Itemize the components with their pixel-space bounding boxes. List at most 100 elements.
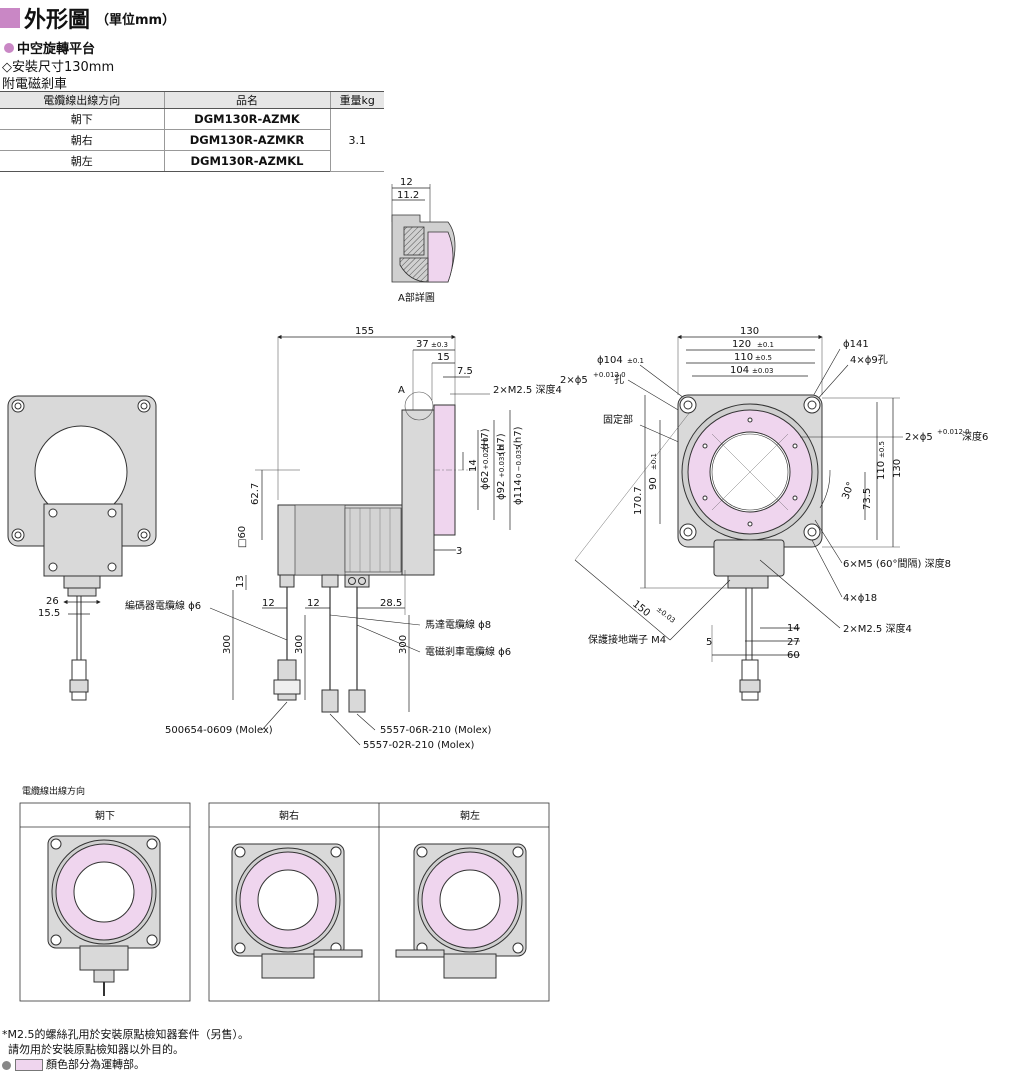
detail-a-dim-12: 12: [400, 177, 413, 188]
front-phi18: 4×ϕ18: [843, 593, 877, 604]
side-brake-cable: 電磁剎車電纜線 ϕ6: [425, 645, 511, 658]
front-dim-120: 120: [732, 339, 751, 350]
side-dim-13: 13: [235, 575, 246, 588]
side-dim-phi92: ϕ92: [496, 481, 507, 500]
table-row: 朝下 DGM130R-AZMK 3.1: [0, 108, 384, 172]
front-dim-60: 60: [787, 650, 800, 661]
legend-dot-icon: [2, 1060, 11, 1070]
side-dim-28-5: 28.5: [380, 598, 402, 609]
side-label-a: A: [398, 385, 405, 396]
side-dim-15: 15: [437, 352, 450, 363]
side-dim-37-tol: ±0.3: [431, 341, 448, 349]
side-dim-phi62-tol: +0.025 0: [482, 437, 490, 470]
front-dim-130: 130: [740, 326, 759, 337]
side-connector-2: 5557-06R-210 (Molex): [380, 725, 492, 736]
side-dim-300a: 300: [222, 635, 233, 654]
cell-weight: 3.1: [329, 108, 384, 172]
front-dim-104-tol: ±0.03: [752, 367, 773, 375]
front-dim-73-5: 73.5: [862, 488, 873, 510]
brake-label: 附電磁剎車: [2, 77, 68, 92]
detail-a-dim-11-2: 11.2: [397, 190, 419, 201]
front-dim-90: 90: [648, 477, 659, 490]
front-m2-5: 2×M2.5 深度4: [843, 622, 912, 635]
front-hole5b: 2×ϕ5: [905, 432, 933, 443]
back-dim-26: 26: [46, 596, 59, 607]
legend-swatch: [14, 1059, 43, 1071]
front-phi104: ϕ104: [597, 355, 623, 366]
front-hole5: 2×ϕ5: [560, 375, 588, 386]
side-dim-14: 14: [468, 459, 479, 472]
view-panel-right-left: 朝右 朝左: [208, 802, 550, 1002]
side-dim-phi62-h7: (H7): [480, 428, 491, 450]
cell-direction: 朝左: [0, 150, 164, 172]
side-connector-3: 5557-02R-210 (Molex): [363, 740, 475, 751]
front-hole5-tol: +0.012 0: [593, 371, 626, 379]
front-dim-5: 5: [706, 637, 712, 648]
side-dim-3: 3: [456, 546, 462, 557]
side-dim-phi114-tol: 0 −0.035: [515, 445, 523, 478]
cell-model: DGM130R-AZMKL: [163, 150, 330, 172]
title-marker-icon: [0, 8, 20, 28]
product-name: 中空旋轉平台: [4, 38, 95, 57]
side-dim-phi92-h7: (H7): [496, 433, 507, 455]
front-hole5b-suffix: 深度6: [962, 430, 988, 443]
col-header-weight: 重量kg: [329, 91, 384, 109]
side-dim-phi92-tol: +0.035 0: [498, 445, 506, 478]
cell-model: DGM130R-AZMKR: [163, 129, 330, 151]
front-dim-150-tol: ±0.03: [655, 605, 677, 625]
spec-table: 電纜線出線方向 品名 重量kg 朝下 DGM130R-AZMK 3.1 朝右 D…: [0, 91, 384, 172]
table-row: 朝左 DGM130R-AZMKL: [0, 150, 384, 172]
title-unit: （單位mm）: [96, 12, 176, 28]
table-row: 朝右 DGM130R-AZMKR: [0, 129, 384, 151]
front-m5: 6×M5 (60°間隔) 深度8: [843, 557, 951, 570]
front-ground-terminal: 保護接地端子 M4: [588, 633, 666, 646]
side-dim-155: 155: [355, 326, 374, 337]
front-view: 130 120 ±0.1 110 ±0.5 104 ±0.03 ϕ141 4×ϕ…: [560, 326, 988, 701]
mount-size: ◇安裝尺寸130mm: [2, 60, 115, 75]
note-1: *M2.5的螺絲孔用於安裝原點檢知器套件（另售）。: [2, 1028, 249, 1041]
front-dim-110v-tol: ±0.5: [878, 441, 886, 458]
note-3: 顏色部分為運轉部。: [46, 1058, 145, 1071]
page-title: 外形圖 （單位mm）: [0, 2, 175, 34]
back-view: 26 15.5: [7, 395, 157, 701]
side-dim-62-7: 62.7: [250, 483, 261, 505]
side-dim-300b: 300: [294, 635, 305, 654]
views-caption: 電纜線出線方向: [22, 785, 85, 797]
front-dim-110: 110: [734, 352, 753, 363]
front-dim-90-tol: ±0.1: [650, 453, 658, 470]
detail-a: 12 11.2 A部詳圖: [391, 177, 456, 304]
front-hole5b-tol: +0.012 0: [937, 428, 970, 436]
note-legend: 顏色部分為運轉部。: [2, 1056, 145, 1072]
side-encoder-cable: 編碼器電纜線 ϕ6: [125, 599, 201, 612]
back-dim-15-5: 15.5: [38, 608, 60, 619]
front-dim-130v: 130: [892, 459, 903, 478]
cell-model: DGM130R-AZMK: [163, 108, 330, 130]
cell-direction: 朝右: [0, 129, 164, 151]
detail-a-label: A部詳圖: [398, 291, 435, 304]
view-label-right: 朝右: [279, 809, 299, 822]
side-dim-37: 37: [416, 339, 429, 350]
front-fixed-part: 固定部: [603, 413, 633, 426]
view-label-down: 朝下: [95, 810, 115, 822]
side-dim-300c: 300: [398, 635, 409, 654]
front-dim-104: 104: [730, 365, 749, 376]
title-text: 外形圖: [24, 8, 91, 33]
side-dim-phi62: ϕ62: [480, 471, 491, 490]
front-dim-150: 150: [630, 599, 652, 619]
front-dim-14: 14: [787, 623, 800, 634]
side-motor-cable: 馬達電纜線 ϕ8: [425, 618, 491, 631]
side-m2-5: 2×M2.5 深度4: [493, 383, 562, 396]
front-angle-30: 30°: [840, 481, 856, 501]
front-phi104-tol: ±0.1: [627, 357, 644, 365]
product-name-text: 中空旋轉平台: [17, 42, 96, 57]
side-dim-sq60: □60: [237, 526, 248, 548]
col-header-direction: 電纜線出線方向: [0, 91, 164, 109]
front-dim-120-tol: ±0.1: [757, 341, 774, 349]
view-label-left: 朝左: [460, 809, 480, 822]
bullet-dot-icon: [4, 42, 14, 53]
front-dim-170-7: 170.7: [633, 486, 644, 515]
col-header-model: 品名: [163, 91, 330, 109]
side-dim-12b: 12: [307, 598, 320, 609]
front-dim-110-tol: ±0.5: [755, 354, 772, 362]
